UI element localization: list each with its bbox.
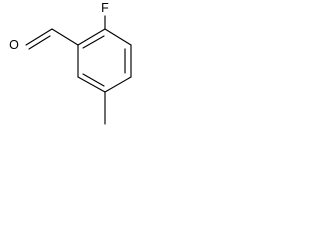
- ring-bond-c5-c6: [77, 76, 106, 93]
- c-o-double-bond-2: [28, 35, 51, 50]
- fluorine-atom-label: F: [101, 1, 109, 15]
- oxygen-atom-label: O: [9, 38, 19, 52]
- ring-bond-c2-c3: [104, 28, 132, 46]
- chemical-structure: F O: [9, 1, 132, 125]
- ring-bond-c1-c2: [77, 28, 106, 46]
- c-cho-bond: [51, 28, 79, 46]
- c-o-double-bond-1: [25, 28, 53, 46]
- ring-bond-c4-c5: [104, 76, 132, 93]
- ring-double-bond-inner-1: [82, 35, 105, 49]
- ring-double-bond-inner-3: [82, 73, 105, 87]
